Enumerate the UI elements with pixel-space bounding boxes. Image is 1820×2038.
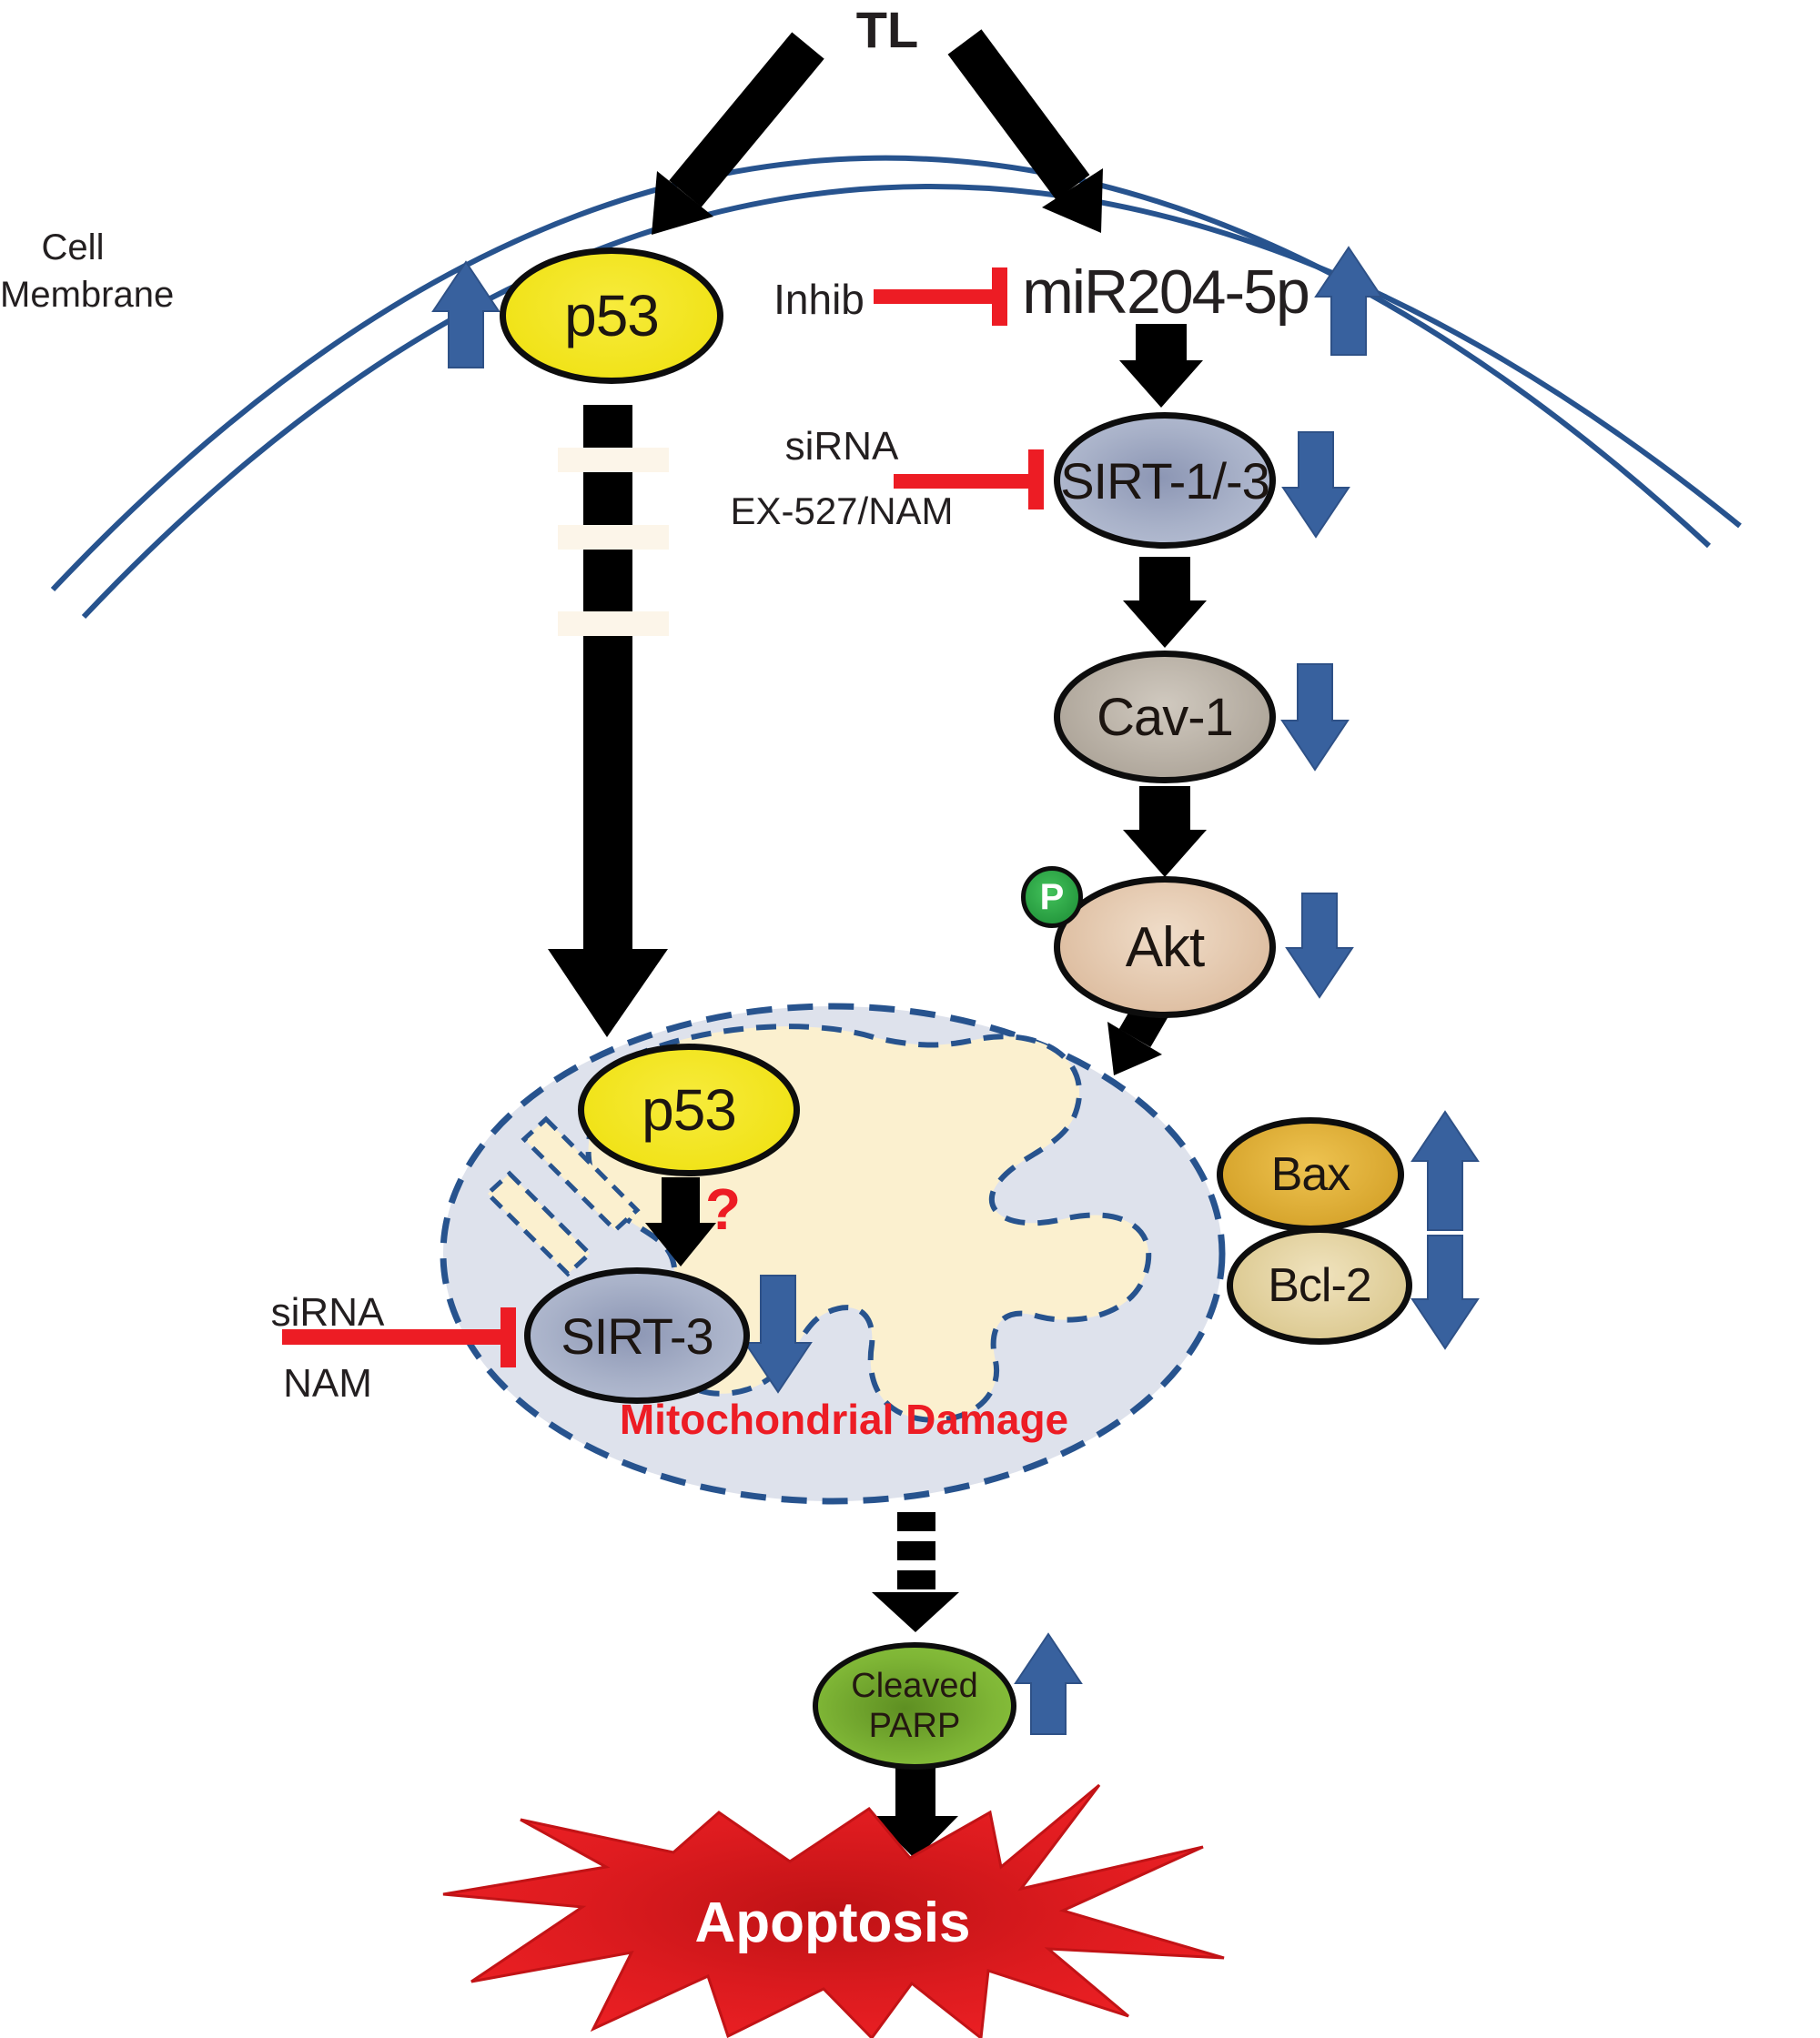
apoptosis-label: Apoptosis (694, 1892, 971, 1954)
p53-node: p53 (500, 247, 723, 384)
cell-membrane-label: Cell Membrane (0, 224, 175, 318)
inhib-tbar (874, 267, 1007, 326)
mir204-up-arrow (1314, 246, 1383, 356)
sirt13-to-cav1-arrow (1123, 557, 1207, 648)
sirna-ex527-line2: EX-527/NAM (730, 489, 954, 532)
sirna-nam-label: siRNA NAM (246, 1290, 410, 1407)
mitochondrial-crista (521, 1115, 641, 1234)
cav1-down-arrow (1280, 663, 1350, 772)
bax-node: Bax (1217, 1117, 1404, 1232)
apoptosis-burst (442, 1783, 1225, 2038)
parp-label-line1: Cleaved (851, 1667, 978, 1705)
tl-arrow-right (947, 29, 1103, 233)
parp-label-line2: PARP (868, 1707, 961, 1745)
mito-damage-label: Mitochondrial Damage (619, 1396, 1069, 1443)
cav1-node: Cav-1 (1054, 651, 1276, 783)
mir204-label: miR204-5p (1022, 257, 1310, 327)
sirna-nam-tbar (282, 1307, 516, 1367)
sirna-ex527-tbar (894, 449, 1044, 510)
sirna-ex527-label: siRNA EX-527/NAM (728, 424, 956, 533)
sirt13-node: SIRT-1/-3 (1054, 412, 1276, 549)
p53-to-mito-arrow (548, 405, 669, 1037)
mito-p53-to-sirt3-arrow (645, 1177, 716, 1266)
cav1-to-akt-arrow (1123, 786, 1207, 877)
mito-p53-node: p53 (578, 1044, 800, 1176)
mito-to-parp-dashed-arrow (872, 1512, 959, 1632)
parp-up-arrow (1014, 1632, 1083, 1735)
p53-up-arrow (431, 260, 500, 368)
sirna-ex527-line1: siRNA (784, 424, 899, 469)
parp-node: Cleaved PARP (813, 1642, 1016, 1770)
bcl2-node: Bcl-2 (1227, 1226, 1412, 1345)
cell-membrane-label-line1: Cell (41, 227, 105, 267)
sirna-nam-line1: siRNA (270, 1290, 385, 1335)
cell-membrane (50, 155, 1742, 620)
akt-down-arrow (1285, 893, 1354, 999)
parp-to-apoptosis-arrow (873, 1765, 958, 1860)
tl-label: TL (855, 1, 919, 58)
sirna-nam-line2: NAM (283, 1361, 372, 1406)
sirt3-node: SIRT-3 (524, 1267, 750, 1404)
akt-node: Akt (1054, 876, 1276, 1018)
phospho-badge: P (1021, 866, 1083, 928)
mitochondrial-crista (484, 1170, 593, 1277)
inhib-label: Inhib (774, 276, 864, 323)
tl-arrow-left (652, 32, 824, 235)
cell-membrane-label-line2: Membrane (0, 275, 175, 315)
sirt13-down-arrow (1281, 431, 1350, 539)
question-mark: ? (705, 1176, 742, 1242)
bax-up-arrow (1410, 1110, 1480, 1231)
bcl2-down-arrow (1410, 1235, 1480, 1350)
mir-to-sirt13-arrow (1119, 324, 1203, 408)
